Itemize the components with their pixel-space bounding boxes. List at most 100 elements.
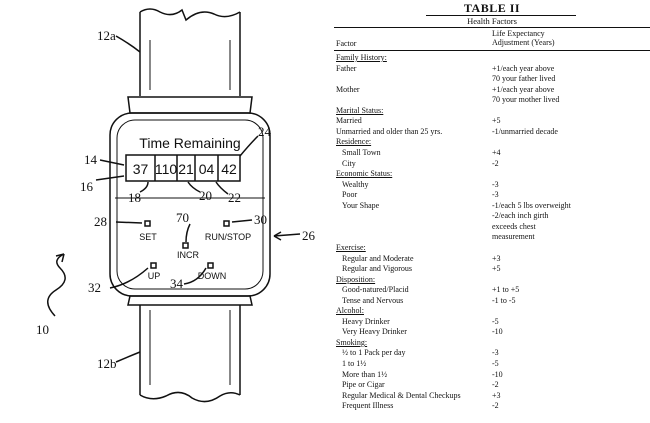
table-row: Regular and Vigorous +5 (334, 264, 650, 274)
display-digit-5: 42 (221, 161, 237, 177)
section-heading-row: Residence: (334, 137, 650, 147)
section-heading: Family History: (336, 53, 387, 62)
table-row: 70 your father lived (334, 74, 650, 84)
lower-lug (127, 295, 253, 306)
factor-cell: Regular and Moderate (342, 253, 414, 263)
factor-cell: ½ to 1 Pack per day (342, 348, 406, 358)
factor-cell: Unmarried and older than 25 yrs. (336, 126, 443, 136)
adjustment-cell: -3 (492, 348, 499, 358)
adjustment-cell: +5 (492, 116, 501, 126)
section-heading-row: Economic Status: (334, 169, 650, 179)
table-row: Good-natured/Placid+1 to +5 (334, 285, 650, 295)
adjustment-cell: -5 (492, 359, 499, 368)
adjustment-cell: +1 to +5 (492, 285, 520, 295)
factor-cell: Regular and Vigorous (342, 264, 413, 273)
section-heading-row: Alcohol: (334, 306, 650, 316)
display-digit-2: 110 (155, 161, 178, 177)
display-digit-3: 21 (178, 161, 194, 177)
up-button (150, 262, 157, 269)
table-subtitle: Health Factors (467, 16, 517, 26)
adjustment-cell: -5 (492, 316, 499, 326)
table-row: exceeds chest (334, 222, 650, 232)
table-title: TABLE II (463, 1, 521, 15)
ref-30: 30 (254, 212, 267, 227)
factor-cell: More than 1½ (342, 369, 388, 379)
table-row: Your Shape-1/each 5 lbs overweight (334, 201, 650, 211)
section-heading-row: Marital Status: (334, 106, 650, 116)
adjustment-cell: -10 (492, 327, 503, 337)
subtitle-rule (334, 27, 650, 28)
adjustment-cell: -2 (492, 158, 499, 168)
table-row: Mother +1/each year above (334, 85, 650, 95)
adjustment-cell: -3 (492, 190, 499, 200)
label-up: UP (148, 271, 161, 281)
display-title: Time Remaining (139, 135, 240, 151)
adjustment-cell: +5 (492, 264, 501, 273)
table-row: Heavy Drinker -5 (334, 317, 650, 327)
adjustment-cell: -1/each 5 lbs overweight (492, 200, 571, 210)
ref-28: 28 (94, 214, 107, 229)
upper-lug (127, 96, 253, 114)
factor-cell: Heavy Drinker (342, 316, 390, 326)
upper-strap-break (139, 8, 241, 22)
ref-20: 20 (199, 188, 212, 203)
ref-22: 22 (228, 190, 241, 205)
section-heading-row: Disposition: (334, 275, 650, 285)
table-row: Regular and Moderate+3 (334, 254, 650, 264)
section-heading: Smoking: (336, 337, 368, 347)
ref-12b: 12b (97, 356, 117, 371)
adjustment-cell: +1/each year above (492, 63, 555, 73)
factor-cell: 1 to 1½ (342, 359, 367, 368)
factor-cell: City (342, 158, 356, 168)
table-row: ½ to 1 Pack per day -3 (334, 348, 650, 358)
display-digit-4: 04 (199, 161, 215, 177)
section-heading: Residence: (336, 137, 372, 147)
adjustment-cell: measurement (492, 232, 535, 242)
ref-16: 16 (80, 179, 94, 194)
factor-cell: Very Heavy Drinker (342, 327, 407, 337)
factor-cell: Regular Medical & Dental Checkups (342, 390, 461, 400)
health-factors-table: TABLE II Health Factors Life Expectancy … (334, 0, 650, 423)
section-heading: Alcohol: (336, 306, 364, 316)
ref-70: 70 (176, 210, 189, 225)
factor-cell: Mother (336, 84, 360, 94)
label-set: SET (139, 232, 157, 242)
table-row: Very Heavy Drinker -10 (334, 327, 650, 337)
ref-12a: 12a (97, 28, 116, 43)
table-row: Father+1/each year above (334, 64, 650, 74)
incr-button (182, 242, 189, 249)
adjustment-cell: 70 your mother lived (492, 95, 560, 105)
adjustment-cell: 70 your father lived (492, 74, 556, 84)
ref-34: 34 (170, 276, 184, 291)
section-heading: Disposition: (336, 274, 376, 284)
table-row: Regular Medical & Dental Checkups +3 (334, 391, 650, 401)
section-heading-row: Smoking: (334, 338, 650, 348)
section-heading: Economic Status: (336, 169, 393, 179)
set-button (144, 220, 151, 227)
adjustment-cell: -2 (492, 380, 499, 390)
adjustment-cell: +1/each year above (492, 84, 555, 94)
header-rule (334, 50, 650, 51)
ref-18: 18 (128, 190, 141, 205)
section-heading: Marital Status: (336, 105, 384, 115)
ref-24: 24 (258, 124, 272, 139)
display-digit-1: 37 (133, 161, 149, 177)
factor-cell: Poor (342, 190, 358, 200)
table-row: More than 1½-10 (334, 370, 650, 380)
table-row: Pipe or Cigar-2 (334, 380, 650, 390)
run-stop-button (223, 220, 230, 227)
table-row: 70 your mother lived (334, 95, 650, 105)
adjustment-cell: -1 to -5 (492, 295, 516, 305)
adjustment-cell: +3 (492, 390, 501, 400)
ref-26: 26 (302, 228, 316, 243)
factor-cell: Wealthy (342, 179, 369, 189)
factor-cell: Small Town (342, 147, 381, 157)
adjustment-cell: -3 (492, 179, 499, 189)
upper-strap (139, 12, 241, 96)
table-row: Married+5 (334, 116, 650, 126)
table-row: Wealthy -3 (334, 180, 650, 190)
title-rule (426, 15, 576, 16)
column-header-factor: Factor (336, 39, 357, 48)
section-heading: Exercise: (336, 242, 366, 252)
factor-cell: Frequent Illness (342, 401, 394, 411)
